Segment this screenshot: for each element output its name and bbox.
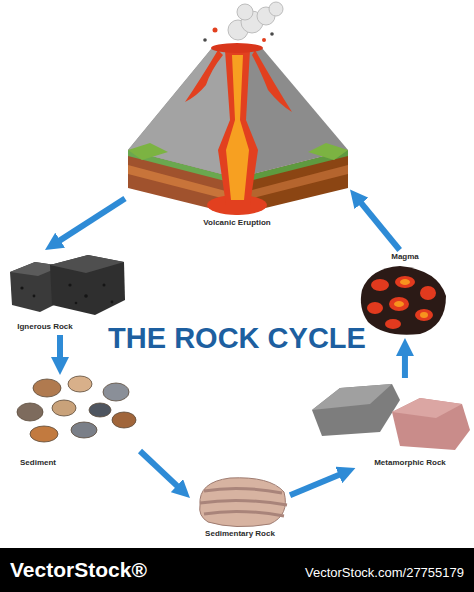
magma-glow [394,301,404,307]
cycle-arrow [356,196,400,250]
magma-cell [371,279,389,291]
stage-label: Ignerous Rock [0,322,110,332]
watermark-text: VectorStock.com/27755179 [305,565,464,580]
crater [211,43,263,53]
pebble [112,412,136,428]
grass-patch [128,143,168,160]
magma-cell [367,302,383,314]
cycle-arrow [402,347,408,378]
magma-cell [415,309,433,321]
metamorphic-rock-illustration [312,384,470,450]
rock-pore [103,284,106,287]
pebble [52,400,76,416]
pebble [71,422,97,438]
rock-pore [68,283,71,286]
rock-top [392,398,462,418]
smoke-puff [237,4,253,20]
stage-label: Sediment [0,458,103,468]
rock-pore [20,286,23,289]
cycle-arrow [53,199,125,246]
cycle-arrow [140,451,183,492]
pebble [89,403,111,417]
rock-cycle-stage: Sediment [15,375,140,470]
sediment-illustration [17,376,136,442]
pebble [33,379,61,397]
rock-stratum [204,511,284,516]
stage-label: Magma [340,252,470,262]
rock-cycle-stage: Magma [355,250,450,338]
pebble [68,376,92,392]
rock-pore [84,294,88,298]
lava-spatter [203,38,207,42]
lava-conduit [218,50,258,205]
rock-stratum [204,488,282,493]
sedimentary-rock-illustration [200,478,287,527]
lava-flow [252,50,292,112]
rock-top [312,384,392,410]
grass-patch [308,143,348,160]
rock-pore [111,301,114,304]
rock-top [50,255,124,273]
pebble [17,403,43,421]
stage-label: Sedimentary Rock [175,529,305,539]
magma-cell [395,276,415,288]
rock-stratum [200,500,287,505]
rock-slab [392,398,470,450]
cycle-arrow [57,335,63,366]
lava-spatter [213,28,218,33]
diagram-title: THE ROCK CYCLE [0,322,474,354]
magma-cell [389,297,409,311]
pebble [103,383,129,401]
volcano-illustration [128,2,348,215]
smoke-puff [269,2,283,16]
lava-spatter [262,38,266,42]
pebble [30,426,58,442]
magma-blob [361,266,446,335]
igneous-rock-illustration [10,255,125,315]
lava-spatter [270,32,274,36]
stage-label: Volcanic Eruption [172,218,302,228]
magma-glow [400,279,410,285]
cycle-arrow [290,471,347,495]
rock-slab [312,384,400,436]
magma-illustration [361,266,446,335]
stage-label: Metamorphic Rock [345,458,474,468]
rock-cycle-stage: Metamorphic Rock [305,378,473,468]
rock-pore [75,302,78,305]
watermark-text: VectorStock® [10,558,147,582]
watermark-band [0,548,474,592]
rock-block [50,255,125,315]
magma-cell [420,286,436,300]
lava-core [226,55,249,200]
rock-cycle-stage: Volcanic Eruption [125,5,350,230]
magma-cell [385,319,401,329]
rock-pore [33,295,36,298]
magma-glow [420,312,428,318]
lava-flow [185,50,223,102]
rock-cycle-stage: Sedimentary Rock [190,470,290,540]
